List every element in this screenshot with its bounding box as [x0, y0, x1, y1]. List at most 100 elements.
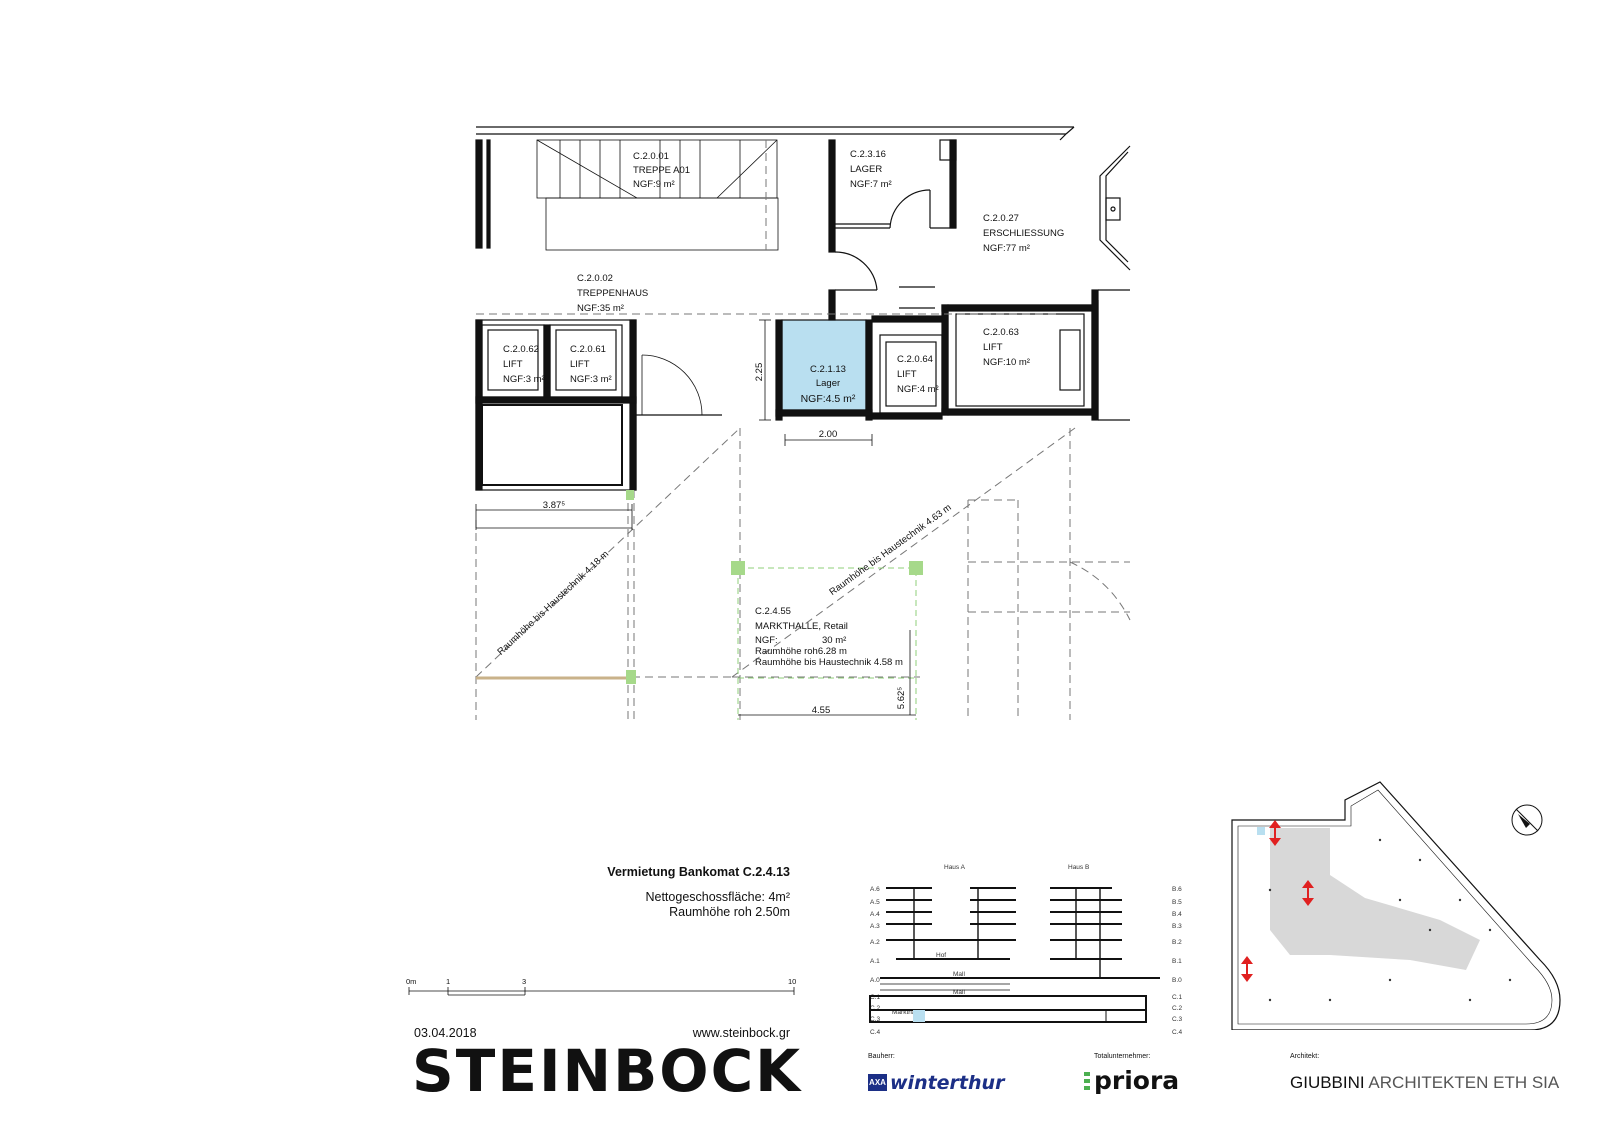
level-label: C.1: [1172, 994, 1183, 1001]
level-label: C.1: [870, 994, 881, 1001]
level-label: A.1: [870, 958, 880, 965]
room-c2063-name: LIFT: [983, 342, 1003, 353]
level-label: B.4: [1172, 911, 1182, 918]
dim-markthalle-height: 5.62⁵: [896, 687, 907, 709]
level-label: C.2: [1172, 1005, 1183, 1012]
room-c2002-code: C.2.0.02: [577, 273, 613, 284]
key-plan: [1231, 781, 1561, 1030]
scale-tick-0: 0m: [406, 977, 416, 986]
level-label: A.5: [870, 899, 880, 906]
column-marker: [909, 561, 923, 575]
dim-lager-height: 2.25: [754, 363, 765, 382]
room-c2027-name: ERSCHLIESSUNG: [983, 228, 1064, 239]
architekt-rest: ARCHITEKTEN ETH SIA: [1368, 1073, 1560, 1092]
markthalle-name: MARKTHALLE, Retail: [755, 621, 848, 632]
room-c2316-code: C.2.3.16: [850, 149, 886, 160]
steinbock-logo: STEINBOCK: [412, 1037, 803, 1105]
room-c2001-name: TREPPE A01: [633, 165, 690, 176]
section-haus-a: Haus A: [944, 864, 966, 871]
bauherr-label: Bauherr:: [868, 1053, 895, 1060]
markthalle-height-raw: Raumhöhe roh6.28 m: [755, 646, 847, 657]
diagonal-label-right: Raumhöhe bis Haustechnik 4.63 m: [827, 502, 953, 598]
level-label: A.3: [870, 923, 880, 930]
room-c2113-name: Lager: [816, 378, 840, 389]
lager-highlight: [775, 289, 873, 421]
level-label: C.4: [1172, 1029, 1183, 1036]
room-c2064-code: C.2.0.64: [897, 354, 933, 365]
top-wall: [476, 126, 1075, 141]
markthalle-ngf-value: 30 m²: [822, 635, 846, 646]
level-label: B.2: [1172, 939, 1182, 946]
room-c2002-area: NGF:35 m²: [577, 303, 624, 314]
room-c2001-area: NGF:9 m²: [633, 179, 675, 190]
room-c2316-name: LAGER: [850, 164, 882, 175]
markthalle-outline: [737, 567, 917, 720]
diagonal-label-left: Raumhöhe bis Haustechnik 4.18 m: [495, 549, 611, 658]
floor-plan: C.2.0.01 TREPPE A01 NGF:9 m² C.2.3.16 LA…: [475, 126, 1131, 720]
section-markthalle: Markthalle: [892, 1009, 922, 1016]
level-label: B.3: [1172, 923, 1182, 930]
markthalle-ngf-label: NGF:: [755, 635, 778, 646]
room-c2113-code: C.2.1.13: [810, 364, 846, 375]
level-label: A.2: [870, 939, 880, 946]
bauherr-logo: winterthur: [890, 1072, 1005, 1094]
dim-lager-width: 2.00: [819, 429, 838, 440]
level-label: A.6: [870, 886, 880, 893]
totalunternehmer-label: Totalunternehmer:: [1094, 1053, 1151, 1060]
column-marker: [626, 490, 634, 500]
right-building-edge: [1091, 145, 1131, 421]
level-label: B.0: [1172, 977, 1182, 984]
room-c2062-code: C.2.0.62: [503, 344, 539, 355]
room-height: Raumhöhe roh 2.50m: [669, 905, 790, 919]
room-c2027-code: C.2.0.27: [983, 213, 1019, 224]
lager-walls: [828, 139, 957, 291]
room-c2113-area: NGF:4.5 m²: [801, 393, 856, 405]
level-label: C.4: [870, 1029, 881, 1036]
room-c2002-name: TREPPENHAUS: [577, 288, 648, 299]
level-label: B.6: [1172, 886, 1182, 893]
section-haus-b: Haus B: [1068, 864, 1089, 871]
lift-arrow-icon: [1241, 820, 1314, 982]
level-label: A.4: [870, 911, 880, 918]
priora-mark-icon: [1084, 1072, 1090, 1092]
stair-treppe-a01: [536, 139, 779, 251]
north-arrow-icon: [1511, 804, 1543, 836]
architekt-first: GIUBBINI: [1290, 1073, 1365, 1092]
axa-logo-mark: AXA: [868, 1074, 887, 1091]
room-c2316-area: NGF:7 m²: [850, 179, 892, 190]
level-label: C.3: [1172, 1016, 1183, 1023]
room-c2061-code: C.2.0.61: [570, 344, 606, 355]
scale-tick-10: 10: [788, 977, 796, 986]
markthalle-code: C.2.4.55: [755, 606, 791, 617]
room-c2001-code: C.2.0.01: [633, 151, 669, 162]
scale-tick-1: 1: [446, 977, 450, 986]
room-c2061-name: LIFT: [570, 359, 590, 370]
building-section: Haus A Haus B A.6 A.5 A.4 A.3 A.2 A.1 A.…: [869, 864, 1183, 1036]
room-c2062-name: LIFT: [503, 359, 523, 370]
sheet-title: Vermietung Bankomat C.2.4.13: [607, 865, 790, 879]
column-marker: [731, 561, 745, 575]
lift-c2063: [941, 304, 1093, 416]
dim-markthalle-width: 4.55: [812, 705, 831, 716]
section-mall-1: Mall: [953, 971, 965, 978]
net-area: Nettogeschossfläche: 4m²: [645, 890, 790, 904]
room-c2027-area: NGF:77 m²: [983, 243, 1030, 254]
scale-bar: 0m 1 3 10: [406, 977, 796, 996]
markthalle-height-tech: Raumhöhe bis Haustechnik 4.58 m: [755, 657, 903, 668]
lift-c2064: [871, 315, 943, 420]
section-mall-2: Mall: [953, 989, 965, 996]
lift-block-left: [475, 319, 722, 491]
scale-tick-3: 3: [522, 977, 526, 986]
totalunternehmer-logo: priora: [1094, 1066, 1180, 1095]
plan-date: 03.04.2018: [414, 1026, 477, 1040]
architekt-label: Architekt:: [1290, 1053, 1320, 1060]
room-c2062-area: NGF:3 m²: [503, 374, 545, 385]
section-hof: Hof: [936, 952, 946, 959]
room-c2064-area: NGF:4 m²: [897, 384, 939, 395]
website-url: www.steinbock.gr: [692, 1026, 790, 1040]
level-label: C.2: [870, 1005, 881, 1012]
room-c2061-area: NGF:3 m²: [570, 374, 612, 385]
architekt-name: GIUBBINI ARCHITEKTEN ETH SIA: [1290, 1073, 1559, 1093]
column-marker: [626, 670, 636, 684]
level-label: A.0: [870, 977, 880, 984]
